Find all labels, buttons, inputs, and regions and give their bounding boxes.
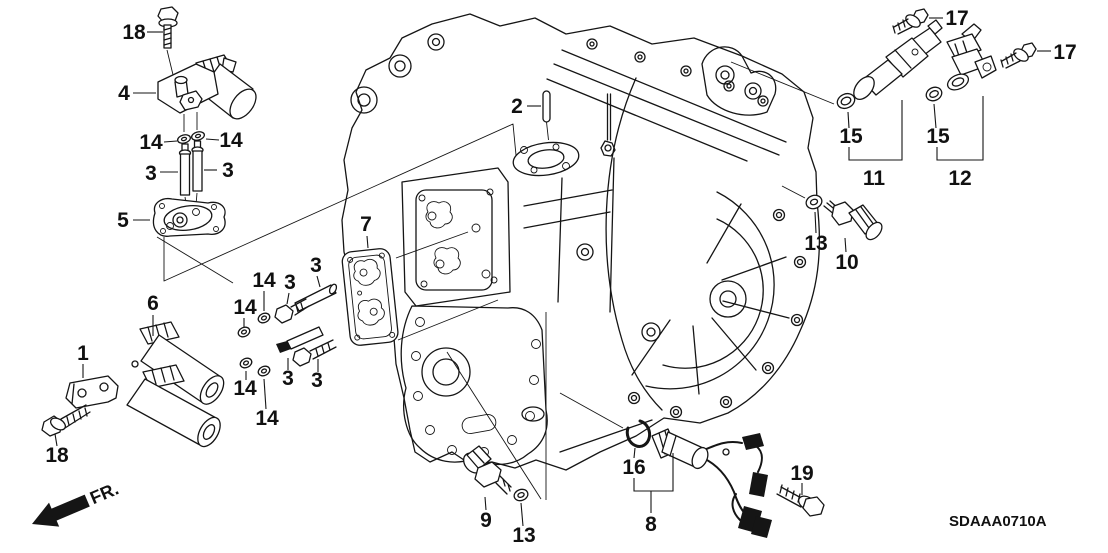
callout-leader	[520, 502, 524, 527]
washers-14-upper	[176, 131, 206, 144]
bracket-1	[65, 375, 119, 409]
callout-7[interactable]: 7	[360, 213, 372, 236]
callout-leader	[54, 433, 58, 447]
callout-leader	[814, 211, 817, 234]
case-top-boss	[512, 141, 580, 177]
callout-3[interactable]: 3	[310, 254, 322, 277]
bolt-17-right	[1000, 42, 1037, 69]
callout-2[interactable]: 2	[511, 95, 523, 118]
o-ring-15-right	[925, 86, 943, 102]
o-ring-15-left	[836, 92, 856, 110]
callout-1[interactable]: 1	[77, 342, 89, 365]
callout-14[interactable]: 14	[233, 296, 257, 319]
dowel-pin-2	[542, 90, 551, 141]
plate-7	[341, 248, 399, 346]
callout-leader	[263, 378, 267, 410]
callout-6[interactable]: 6	[147, 292, 159, 315]
fr-label: FR.	[87, 478, 122, 508]
bolt-19	[776, 484, 825, 517]
callout-3[interactable]: 3	[222, 159, 234, 182]
callout-19[interactable]: 19	[790, 462, 813, 485]
alignment-lines	[156, 49, 835, 500]
callout-bracket	[936, 96, 984, 161]
callout-leader	[366, 235, 369, 249]
switch-9	[462, 445, 512, 495]
plate-5	[152, 197, 226, 237]
callout-10[interactable]: 10	[835, 251, 858, 274]
solenoid-4	[157, 54, 257, 120]
callout-bracket	[633, 453, 674, 492]
top-bolt-bosses	[586, 38, 769, 107]
callout-13[interactable]: 13	[804, 232, 827, 255]
case-valve-body	[401, 167, 511, 307]
callout-leader	[847, 111, 850, 129]
callout-17[interactable]: 17	[1053, 41, 1076, 64]
callout-15[interactable]: 15	[926, 125, 950, 148]
sensor-11	[853, 19, 943, 101]
callout-12[interactable]: 12	[948, 167, 971, 190]
valves-3-middle	[274, 283, 338, 367]
callout-11[interactable]: 11	[863, 167, 886, 190]
callout-leader	[633, 447, 636, 459]
bolt-18-lower	[41, 404, 91, 437]
callout-15[interactable]: 15	[839, 125, 863, 148]
callout-18[interactable]: 18	[45, 444, 69, 467]
diagram-code: SDAAA0710A	[949, 513, 1047, 530]
callout-leader	[484, 496, 487, 511]
fr-arrow: FR.	[32, 478, 122, 527]
callout-14[interactable]: 14	[255, 407, 279, 430]
callout-13[interactable]: 13	[512, 524, 535, 547]
callout-16[interactable]: 16	[622, 456, 645, 479]
callout-14[interactable]: 14	[219, 129, 243, 152]
callout-leader	[844, 237, 847, 253]
callout-14[interactable]: 14	[139, 131, 163, 154]
dual-solenoid-6	[126, 321, 225, 448]
callout-14[interactable]: 14	[233, 377, 257, 400]
callout-leader	[205, 138, 220, 141]
callout-14[interactable]: 14	[252, 269, 276, 292]
callout-leader	[933, 103, 937, 129]
sensor-12	[946, 23, 997, 91]
callout-leader	[316, 275, 321, 288]
washers-14-middle	[237, 312, 271, 377]
callout-5[interactable]: 5	[117, 209, 129, 232]
sensor-10	[823, 200, 883, 241]
harness-8	[651, 428, 772, 538]
callout-3[interactable]: 3	[284, 271, 296, 294]
shift-valves-3-upper	[178, 140, 204, 196]
callout-8[interactable]: 8	[645, 513, 657, 536]
bolt-18-top	[157, 6, 179, 49]
washer-13-right	[805, 194, 823, 210]
washer-13-bottom	[513, 488, 529, 502]
o-ring-16	[625, 419, 652, 448]
callout-leader	[163, 140, 178, 143]
callout-4[interactable]: 4	[118, 82, 130, 105]
bolt-17-left	[892, 8, 929, 35]
callout-3[interactable]: 3	[311, 369, 323, 392]
callout-3[interactable]: 3	[282, 367, 294, 390]
callout-17[interactable]: 17	[945, 7, 968, 30]
callout-9[interactable]: 9	[480, 509, 492, 532]
callout-leader	[286, 292, 290, 305]
rim-bolt-bosses	[627, 208, 807, 419]
callout-18[interactable]: 18	[122, 21, 146, 44]
callout-3[interactable]: 3	[145, 162, 157, 185]
transmission-case	[341, 13, 821, 471]
callout-bracket	[848, 100, 903, 161]
